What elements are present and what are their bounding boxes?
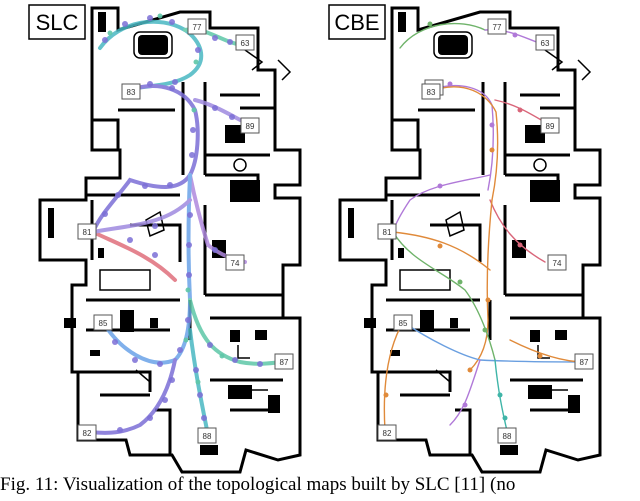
slc-panel-tag: SLC — [36, 10, 79, 35]
slc-node-label-81: 81 — [83, 228, 92, 237]
slc-node-label-87: 87 — [280, 358, 289, 367]
slc-node-label-88: 88 — [203, 432, 212, 441]
slc-node-label-85: 85 — [99, 319, 108, 328]
cbe-node-label-85: 85 — [399, 319, 408, 328]
slc-graph-nodes — [102, 13, 263, 433]
slc-node-labels: 77 63 83 89 81 74 85 87 82 88 — [77, 18, 294, 444]
slc-floorplan — [38, 6, 302, 474]
slc-node-label-83: 83 — [127, 88, 136, 97]
slc-node-label-63: 63 — [241, 39, 250, 48]
cbe-panel-tag: CBE — [334, 10, 379, 35]
slc-node-label-77: 77 — [193, 23, 202, 32]
cbe-node-label-82: 82 — [383, 429, 392, 438]
figure-caption: Fig. 11: Visualization of the topologica… — [0, 474, 516, 495]
cbe-node-label-81: 81 — [383, 228, 392, 237]
cbe-node-label-89: 89 — [546, 122, 555, 131]
cbe-node-label-74: 74 — [553, 259, 562, 268]
cbe-node-label-77: 77 — [493, 23, 502, 32]
cbe-node-label-88: 88 — [503, 432, 512, 441]
cbe-floorplan — [338, 6, 602, 474]
cbe-node-label-87: 87 — [580, 358, 589, 367]
cbe-node-label-63: 63 — [541, 39, 550, 48]
cbe-graph-nodes — [383, 21, 543, 421]
cbe-node-label-83: 83 — [427, 88, 436, 97]
slc-node-label-82: 82 — [83, 429, 92, 438]
cbe-panel: CBE 77 63 83 89 81 74 85 87 82 88 — [328, 4, 602, 474]
slc-node-label-89: 89 — [246, 122, 255, 131]
slc-panel: SLC 77 63 83 89 81 74 85 87 82 88 — [28, 4, 302, 474]
slc-node-label-74: 74 — [231, 259, 240, 268]
cbe-node-labels: 77 63 83 89 81 74 85 87 82 88 — [377, 18, 594, 444]
